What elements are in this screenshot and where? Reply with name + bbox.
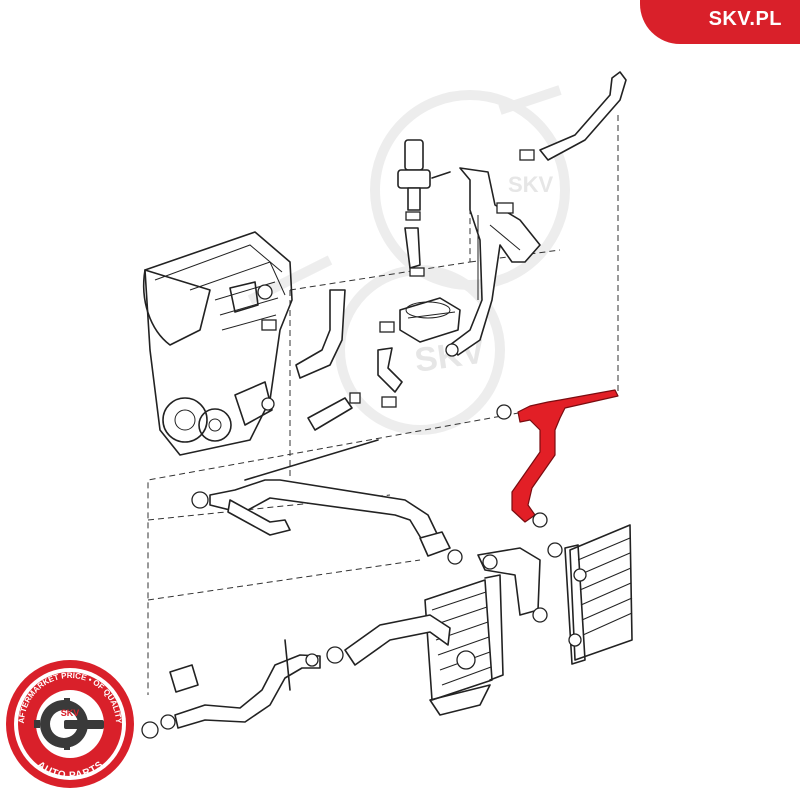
quality-badge: AFTERMARKET PRICE • OF QUALITY AUTO PART… (6, 660, 134, 788)
upper-bleed-pipe (519, 71, 627, 161)
brand-logo-text: SKV.PL (708, 8, 782, 30)
bypass-pipe (141, 639, 321, 739)
small-hoses (295, 289, 403, 431)
gear-wrench-icon (34, 698, 104, 750)
hose-clamp-top (496, 404, 512, 420)
breather-pipe (244, 439, 379, 481)
radiator-right (547, 524, 633, 665)
thermostat-assembly (397, 139, 451, 277)
highlighted-coolant-hose (496, 389, 619, 528)
radiator-left (424, 547, 548, 716)
brand-tab: SKV.PL (640, 0, 800, 44)
engine-block (142, 231, 293, 456)
main-coolant-pipe (191, 479, 463, 565)
oil-cooler (399, 297, 461, 343)
watermark-label: SKV (508, 172, 554, 197)
hose-clamp-bottom (532, 512, 548, 528)
highlighted-hose-body (511, 389, 619, 523)
badge-center-label: SKV (61, 708, 80, 718)
lower-return-hose (169, 614, 451, 693)
coolant-pipe-assembly (445, 167, 541, 357)
